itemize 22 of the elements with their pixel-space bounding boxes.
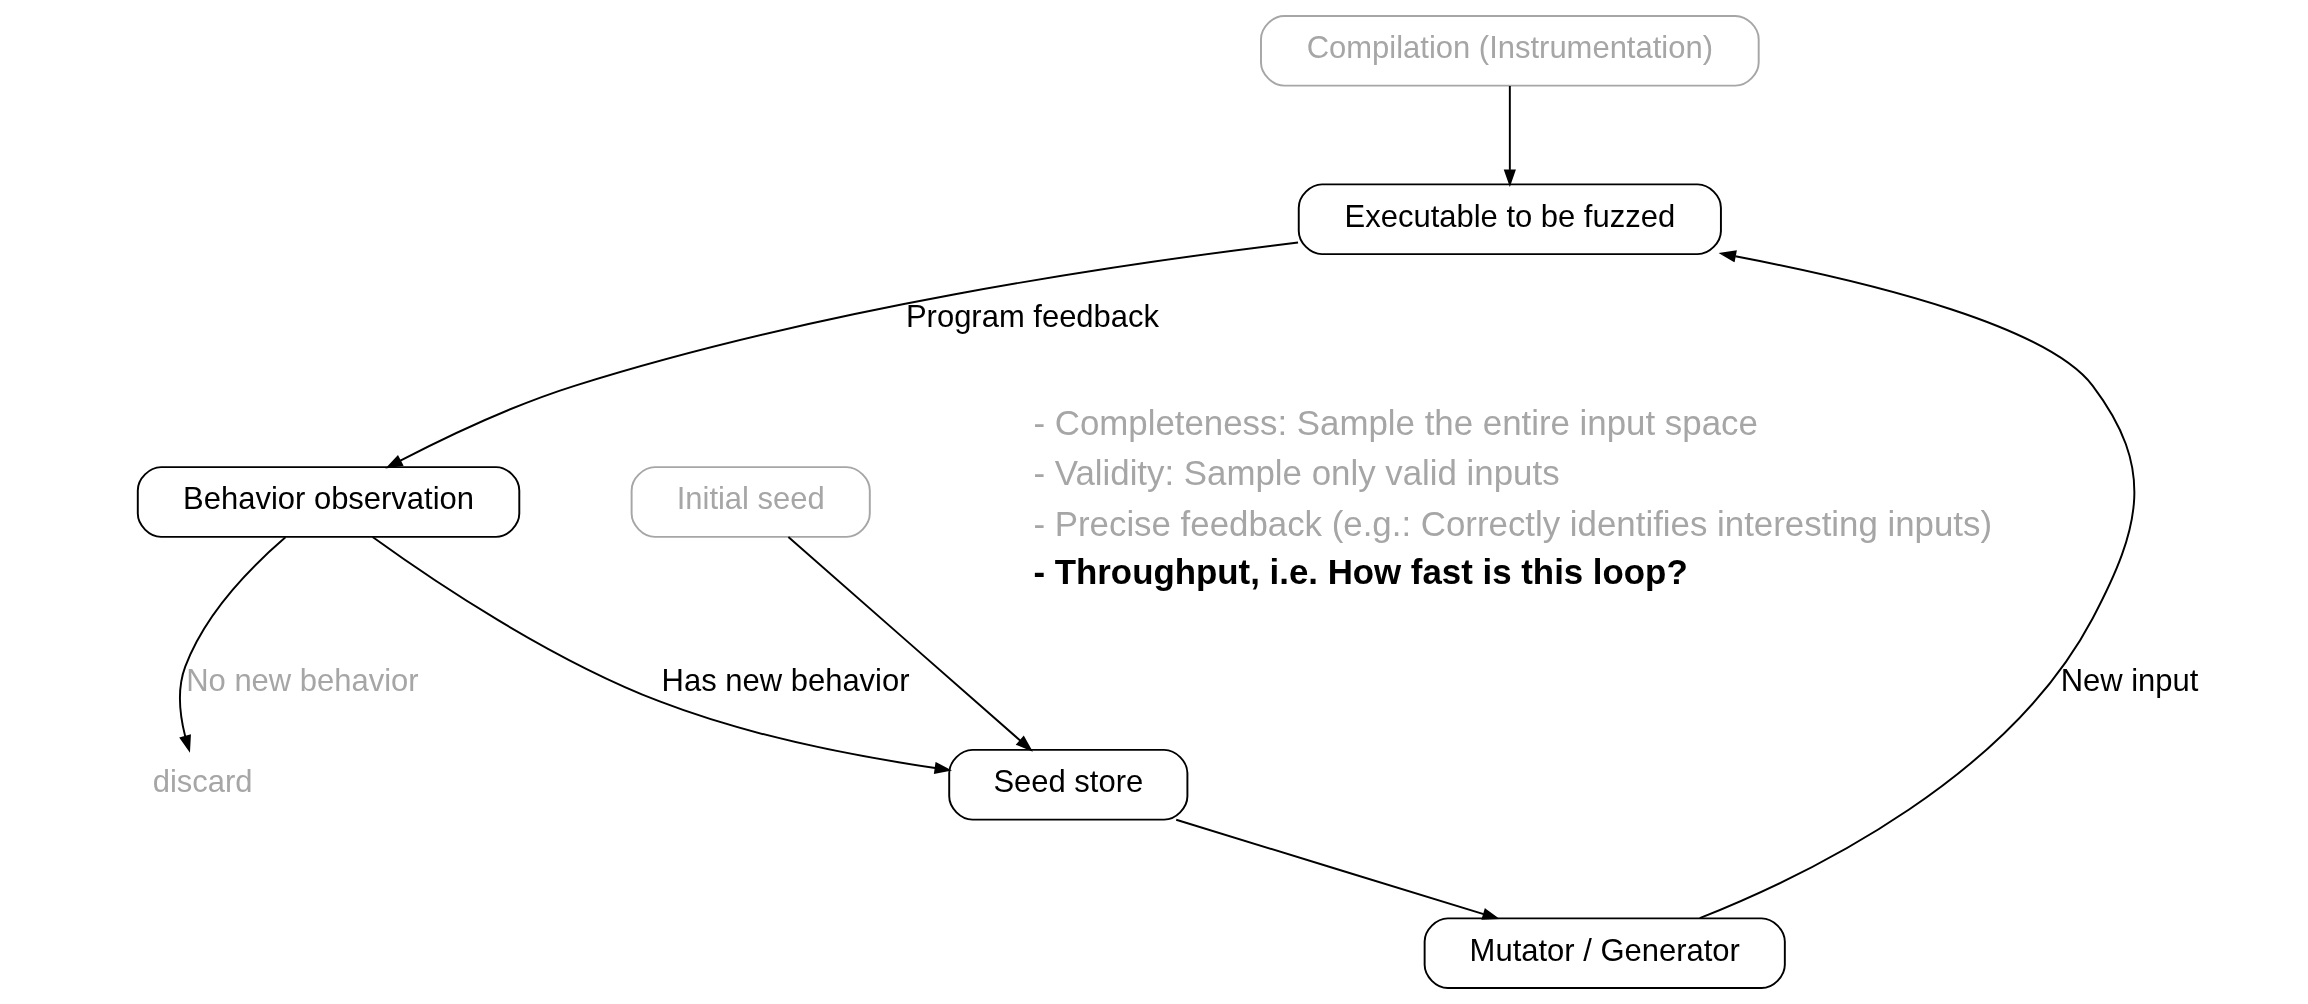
arrow (179, 536, 287, 753)
arrow (787, 536, 1033, 752)
node-box: Executable to be fuzzed (1297, 183, 1722, 256)
node-box: Mutator / Generator (1423, 917, 1786, 990)
edge-label: No new behavior (186, 663, 419, 699)
edge-label: New input (2060, 663, 2199, 699)
node-box: Behavior observation (136, 466, 521, 538)
edge-label: Program feedback (905, 299, 1160, 335)
node-box: Seed store (948, 748, 1189, 821)
edge-label: Has new behavior (661, 663, 910, 699)
node-box: Compilation (Instrumentation) (1260, 14, 1760, 87)
arrow (371, 536, 952, 774)
node-box: Initial seed (630, 466, 871, 538)
arrow (385, 241, 1300, 469)
label: - Validity: Sample only valid inputs (1033, 453, 1560, 493)
node-text: discard (152, 764, 253, 800)
arrow (1175, 818, 1500, 920)
label: - Throughput, i.e. How fast is this loop? (1033, 552, 1688, 592)
arrow (1503, 85, 1516, 187)
arrow (1698, 250, 2136, 920)
label: - Completeness: Sample the entire input space (1033, 403, 1758, 442)
label: - Precise feedback (e.g.: Correctly identifies interesting inputs) (1033, 503, 1993, 543)
